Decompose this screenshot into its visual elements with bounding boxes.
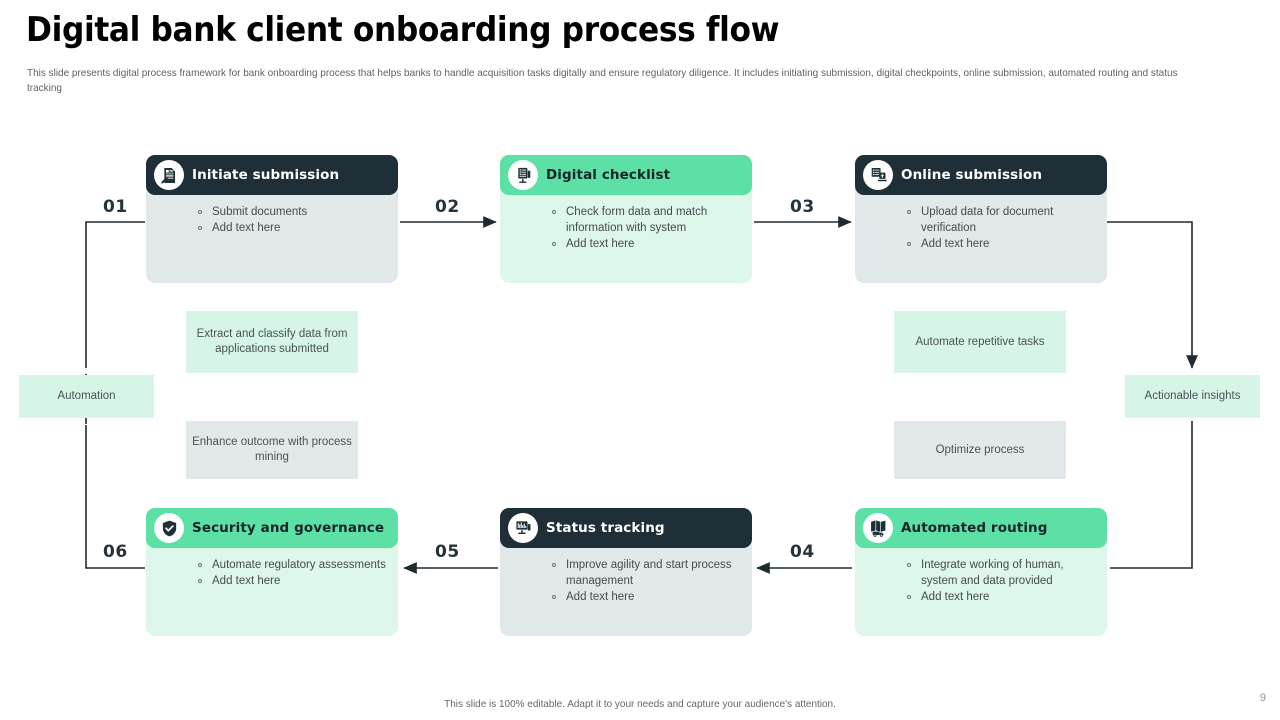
card-body: Submit documents Add text here — [146, 195, 398, 283]
list-item: Upload data for document verification — [907, 204, 1097, 236]
laptop-upload-icon — [863, 160, 893, 190]
card-header: Online submission — [855, 155, 1107, 195]
footer-note: This slide is 100% editable. Adapt it to… — [444, 698, 836, 710]
card-body: Check form data and match information wi… — [500, 195, 752, 283]
step-card-security-governance[interactable]: Security and governance Automate regulat… — [146, 508, 398, 636]
step-card-status-tracking[interactable]: Status tracking Improve agility and star… — [500, 508, 752, 636]
bullet-list: Automate regulatory assessments Add text… — [198, 557, 388, 589]
card-body: Integrate working of human, system and d… — [855, 548, 1107, 636]
bullet-list: Upload data for document verification Ad… — [907, 204, 1097, 252]
card-title: Security and governance — [192, 520, 385, 536]
list-item: Add text here — [198, 220, 388, 236]
card-header: Digital checklist — [500, 155, 752, 195]
step-number-04: 04 — [790, 542, 815, 562]
list-item: Add text here — [198, 573, 388, 589]
list-item: Add text here — [552, 589, 742, 605]
step-card-digital-checklist[interactable]: Digital checklist Check form data and ma… — [500, 155, 752, 283]
step-number-02: 02 — [435, 197, 460, 217]
step-card-automated-routing[interactable]: Automated routing Integrate working of h… — [855, 508, 1107, 636]
card-header: Automated routing — [855, 508, 1107, 548]
list-item: Automate regulatory assessments — [198, 557, 388, 573]
bullet-list: Improve agility and start process manage… — [552, 557, 742, 605]
bullet-list: Integrate working of human, system and d… — [907, 557, 1097, 605]
page-title: Digital bank client onboarding process f… — [26, 10, 780, 50]
card-title: Status tracking — [546, 520, 665, 536]
card-body: Improve agility and start process manage… — [500, 548, 752, 636]
list-item: Submit documents — [198, 204, 388, 220]
list-item: Improve agility and start process manage… — [552, 557, 742, 589]
step-number-05: 05 — [435, 542, 460, 562]
checklist-monitor-icon — [508, 160, 538, 190]
step-card-online-submission[interactable]: Online submission Upload data for docume… — [855, 155, 1107, 283]
step-card-initiate-submission[interactable]: Initiate submission Submit documents Add… — [146, 155, 398, 283]
shield-check-icon — [154, 513, 184, 543]
step-number-01: 01 — [103, 197, 128, 217]
routing-truck-icon — [863, 513, 893, 543]
bullet-list: Check form data and match information wi… — [552, 204, 742, 252]
step-number-03: 03 — [790, 197, 815, 217]
card-header: Status tracking — [500, 508, 752, 548]
page-number: 9 — [1259, 692, 1266, 704]
card-body: Upload data for document verification Ad… — [855, 195, 1107, 283]
note-automate-repetitive-tasks: Automate repetitive tasks — [894, 311, 1066, 373]
card-title: Online submission — [901, 167, 1043, 183]
card-title: Automated routing — [901, 520, 1048, 536]
card-body: Automate regulatory assessments Add text… — [146, 548, 398, 636]
document-pen-icon — [154, 160, 184, 190]
list-item: Check form data and match information wi… — [552, 204, 742, 236]
list-item: Add text here — [907, 236, 1097, 252]
card-header: Initiate submission — [146, 155, 398, 195]
page-subtitle: This slide presents digital process fram… — [27, 67, 1178, 94]
bullet-list: Submit documents Add text here — [198, 204, 388, 236]
card-title: Digital checklist — [546, 167, 671, 183]
note-optimize-process: Optimize process — [894, 421, 1066, 479]
list-item: Add text here — [552, 236, 742, 252]
note-enhance-outcome: Enhance outcome with process mining — [186, 421, 358, 479]
note-extract-classify: Extract and classify data from applicati… — [186, 311, 358, 373]
list-item: Integrate working of human, system and d… — [907, 557, 1097, 589]
card-title: Initiate submission — [192, 167, 340, 183]
note-actionable-insights: Actionable insights — [1125, 375, 1260, 418]
list-item: Add text here — [907, 589, 1097, 605]
card-header: Security and governance — [146, 508, 398, 548]
status-monitor-icon — [508, 513, 538, 543]
note-automation: Automation — [19, 375, 154, 418]
step-number-06: 06 — [103, 542, 128, 562]
